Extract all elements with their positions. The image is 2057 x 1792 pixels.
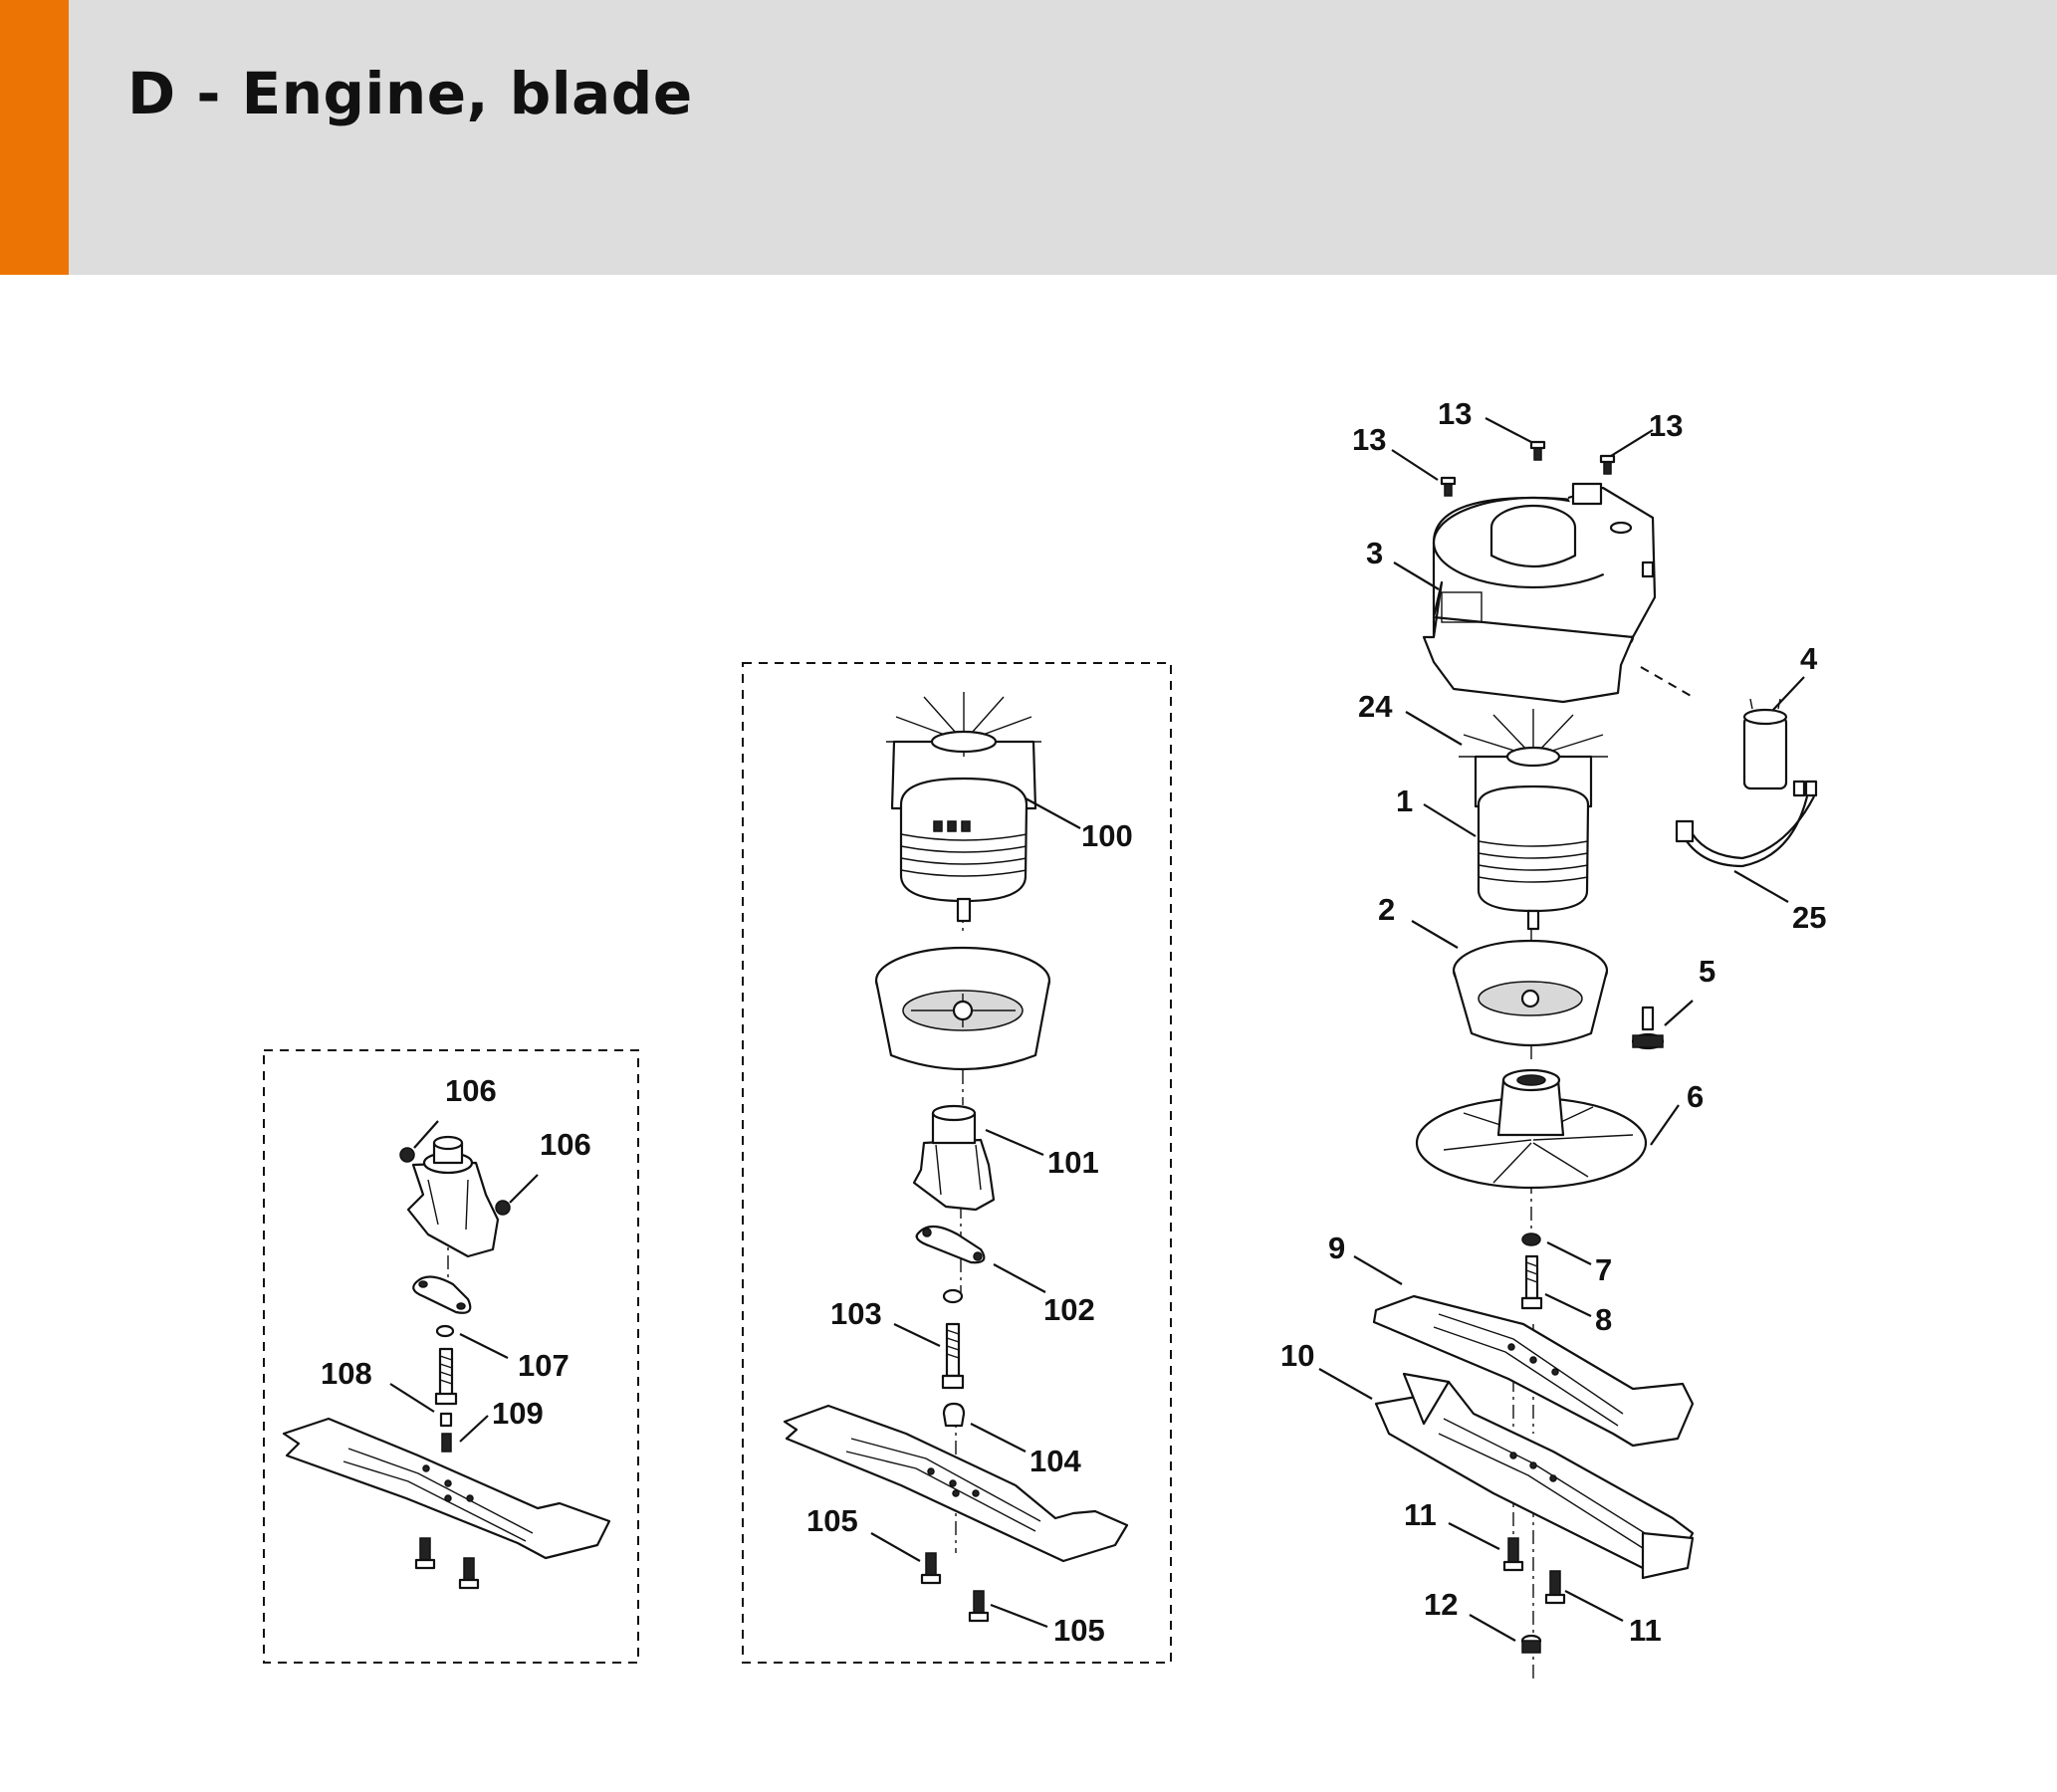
blade-holder xyxy=(406,1135,500,1258)
callout-102: 102 xyxy=(1043,1292,1095,1327)
callout-9: 9 xyxy=(1328,1231,1345,1265)
blade-holder-101 xyxy=(912,1104,996,1212)
page-title: D - Engine, blade xyxy=(127,60,693,127)
nut-106b xyxy=(495,1200,511,1216)
callout-100: 100 xyxy=(1081,818,1133,853)
blade-assembly-group-left: 106 106 107 108 109 xyxy=(263,1049,639,1664)
callout-25: 25 xyxy=(1792,900,1826,935)
callout-10: 10 xyxy=(1280,1338,1314,1373)
washer-7 xyxy=(1521,1232,1541,1246)
callout-12: 12 xyxy=(1424,1587,1458,1622)
callout-7: 7 xyxy=(1595,1252,1612,1287)
adapter-plate-102 xyxy=(915,1225,986,1264)
group-frame-middle xyxy=(742,662,1172,1664)
motor-assembly-group-middle: 100 101 102 103 104 105 105 xyxy=(742,662,1172,1664)
motor-housing-cup xyxy=(874,946,1051,1071)
callout-24: 24 xyxy=(1358,689,1393,724)
callout-106: 106 xyxy=(540,1127,591,1162)
callout-11: 11 xyxy=(1404,1497,1437,1532)
callout-13: 13 xyxy=(1649,408,1683,443)
screws-left xyxy=(414,1537,480,1590)
callout-105: 105 xyxy=(806,1503,858,1538)
callout-13: 13 xyxy=(1438,396,1472,431)
motor-100 xyxy=(886,692,1041,923)
callout-101: 101 xyxy=(1047,1145,1099,1180)
callout-107: 107 xyxy=(518,1348,570,1383)
screws-11 xyxy=(1502,1537,1566,1605)
callout-6: 6 xyxy=(1687,1079,1704,1114)
callout-2: 2 xyxy=(1378,892,1395,927)
callout-13: 13 xyxy=(1352,422,1386,457)
spacer-104 xyxy=(942,1402,966,1428)
callout-105: 105 xyxy=(1053,1613,1105,1648)
nut-12 xyxy=(1520,1634,1542,1654)
screws-105 xyxy=(920,1552,990,1623)
callout-108: 108 xyxy=(321,1356,372,1391)
callout-106: 106 xyxy=(445,1073,497,1108)
capacitor xyxy=(1742,698,1788,790)
mulching-blade-10 xyxy=(1374,1372,1695,1580)
callout-4: 4 xyxy=(1800,641,1818,676)
header-bar xyxy=(0,0,2057,275)
nut-106a xyxy=(399,1147,415,1163)
motor-1 xyxy=(1459,709,1608,931)
spacer-109 xyxy=(439,1412,453,1428)
fan-impeller xyxy=(1415,1068,1648,1190)
motor-housing-cup-2 xyxy=(1452,939,1609,1047)
callout-8: 8 xyxy=(1595,1302,1612,1337)
screws-13 xyxy=(1440,440,1616,497)
callout-104: 104 xyxy=(1029,1444,1081,1478)
cable-harness xyxy=(1675,780,1818,868)
adjustment-knob xyxy=(1631,1006,1665,1050)
washer xyxy=(435,1324,455,1338)
callout-5: 5 xyxy=(1699,954,1715,989)
callout-3: 3 xyxy=(1366,536,1383,570)
callout-109: 109 xyxy=(492,1396,544,1431)
motor-cover xyxy=(1422,482,1657,704)
accent-stripe xyxy=(0,0,69,275)
callout-103: 103 xyxy=(830,1296,882,1331)
washer xyxy=(942,1288,964,1304)
adapter-plate xyxy=(412,1275,472,1314)
motor-assembly-group-right: 13 13 13 3 4 24 1 25 2 5 6 7 8 9 10 11 1… xyxy=(1280,396,1826,1682)
callout-1: 1 xyxy=(1396,784,1413,818)
callout-11: 11 xyxy=(1629,1613,1662,1648)
